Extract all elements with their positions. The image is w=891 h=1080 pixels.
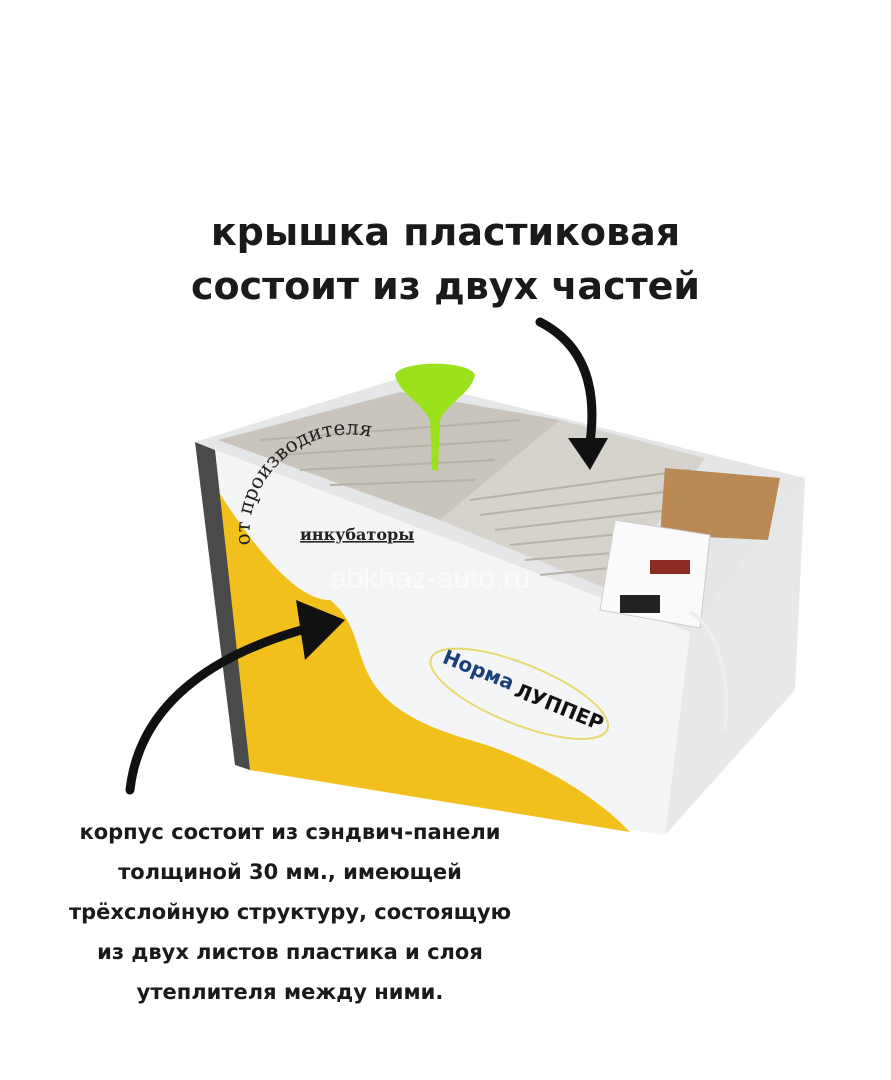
caption-line: корпус состоит из сэндвич-панели bbox=[79, 820, 501, 844]
stamp-word: инкубаторы bbox=[300, 525, 414, 544]
lid-annotation-line1: крышка пластиковая bbox=[210, 210, 681, 254]
lid-annotation-line2: состоит из двух частей bbox=[190, 264, 701, 308]
lid-annotation: крышка пластиковая состоит из двух часте… bbox=[0, 205, 891, 313]
caption-line: из двух листов пластика и слоя bbox=[97, 940, 483, 964]
arrow-to-body bbox=[125, 620, 325, 795]
body-annotation: корпус состоит из сэндвич-панели толщино… bbox=[0, 812, 580, 1012]
arrow-to-body-head bbox=[296, 600, 345, 660]
ventilation-grid bbox=[660, 468, 780, 540]
caption-line: толщиной 30 мм., имеющей bbox=[118, 860, 462, 884]
caption-line: утеплителя между ними. bbox=[136, 980, 444, 1004]
power-switch bbox=[620, 595, 660, 613]
caption-line: трёхслойную структуру, состоящую bbox=[68, 900, 512, 924]
left-edge-strip bbox=[195, 442, 250, 770]
display bbox=[650, 560, 690, 574]
arrow-to-lid bbox=[535, 317, 597, 460]
arrow-to-lid-head bbox=[568, 438, 608, 470]
cable bbox=[688, 610, 729, 731]
watermark: abkhaz-auto.ru bbox=[330, 562, 530, 595]
yellow-wave bbox=[205, 470, 630, 832]
funnel bbox=[395, 363, 475, 470]
incubator-side-face bbox=[665, 478, 805, 835]
